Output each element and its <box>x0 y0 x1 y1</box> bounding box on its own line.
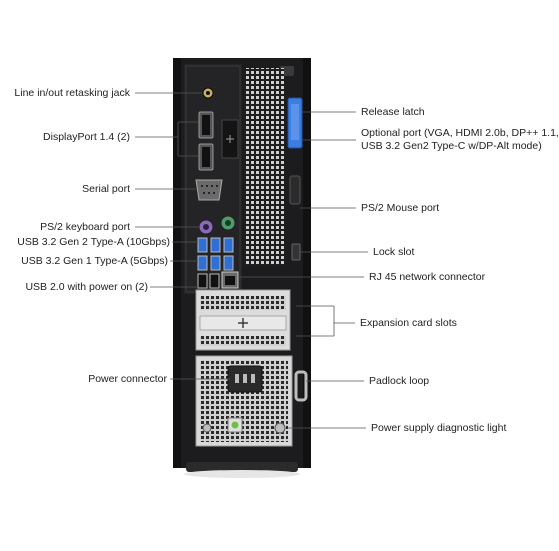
leader-lines-right <box>238 111 368 429</box>
callout-ps2-mouse: PS/2 Mouse port <box>361 202 440 214</box>
callout-optional-port-line2: USB 3.2 Gen2 Type-C w/DP-Alt mode) <box>361 140 542 152</box>
callout-psu-diagnostic-light: Power supply diagnostic light <box>371 422 507 434</box>
callout-release-latch: Release latch <box>361 106 425 118</box>
callout-rj45: RJ 45 network connector <box>369 271 486 283</box>
serial-port-icon <box>195 179 223 201</box>
expansion-slots-icon <box>195 289 291 351</box>
release-latch-icon <box>287 97 303 149</box>
callout-serial-port: Serial port <box>82 183 130 195</box>
lock-slot-icon <box>289 175 301 261</box>
callout-usb-gen1: USB 3.2 Gen 1 Type-A (5Gbps) <box>21 255 168 267</box>
optional-port-icon <box>221 119 239 159</box>
callout-padlock-loop: Padlock loop <box>369 375 430 387</box>
callout-ps2-keyboard: PS/2 keyboard port <box>40 221 130 233</box>
leader-lines-left <box>135 92 230 380</box>
usb-port-icon <box>197 237 234 271</box>
callout-displayport: DisplayPort 1.4 (2) <box>43 131 130 143</box>
audio-jack-icon <box>202 87 214 99</box>
displayport-icon <box>198 111 214 171</box>
ac-power-socket-icon <box>227 365 263 393</box>
callout-power-connector: Power connector <box>88 373 167 385</box>
diagnostic-light-icon <box>202 417 286 434</box>
callout-line-in-out: Line in/out retasking jack <box>14 87 130 99</box>
callout-expansion-slots: Expansion card slots <box>360 317 457 329</box>
padlock-loop-icon <box>294 370 308 402</box>
rj45-port-icon <box>197 271 239 289</box>
callout-usb-gen2: USB 3.2 Gen 2 Type-A (10Gbps) <box>17 236 170 248</box>
callout-optional-port-line1: Optional port (VGA, HDMI 2.0b, DP++ 1.1, <box>361 127 559 139</box>
ps2-port-icon <box>198 215 236 235</box>
grille-vent-icon <box>244 68 284 266</box>
callout-optional-port: Optional port (VGA, HDMI 2.0b, DP++ 1.1,… <box>361 127 559 153</box>
callout-usb2-power-on: USB 2.0 with power on (2) <box>25 281 148 293</box>
callout-lock-slot: Lock slot <box>373 246 415 258</box>
